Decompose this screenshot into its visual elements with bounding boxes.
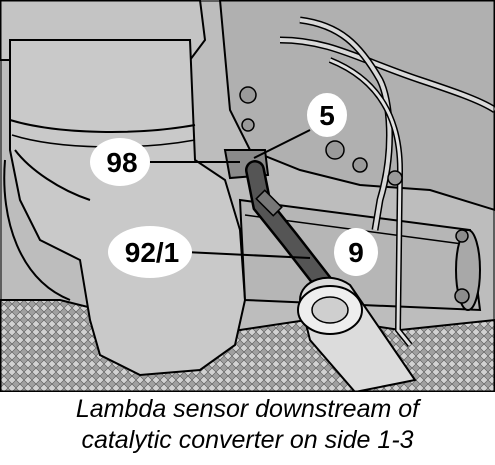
catalytic-converter — [9, 39, 247, 377]
callout-5: 5 — [307, 93, 347, 137]
engine-illustration: 98 5 92/1 9 — [0, 0, 495, 392]
callout-5-label: 5 — [319, 100, 335, 131]
callout-9: 9 — [334, 228, 378, 276]
callout-98: 98 — [90, 138, 150, 186]
exploded-illustration: 98 5 92/1 9 — [0, 0, 495, 392]
caption-line-2: catalytic converter on side 1-3 — [81, 426, 414, 454]
engine-block — [218, 0, 495, 212]
callout-92-1: 92/1 — [108, 226, 192, 278]
caption-line-1: Lambda sensor downstream of — [75, 395, 420, 423]
callout-98-label: 98 — [106, 147, 137, 178]
callout-92-1-label: 92/1 — [125, 237, 180, 268]
leader-line-92-1 — [184, 251, 311, 259]
figure-caption: Lambda sensor downstream of catalytic co… — [0, 394, 495, 456]
callout-9-label: 9 — [348, 237, 364, 268]
leader-line-5 — [253, 129, 311, 159]
